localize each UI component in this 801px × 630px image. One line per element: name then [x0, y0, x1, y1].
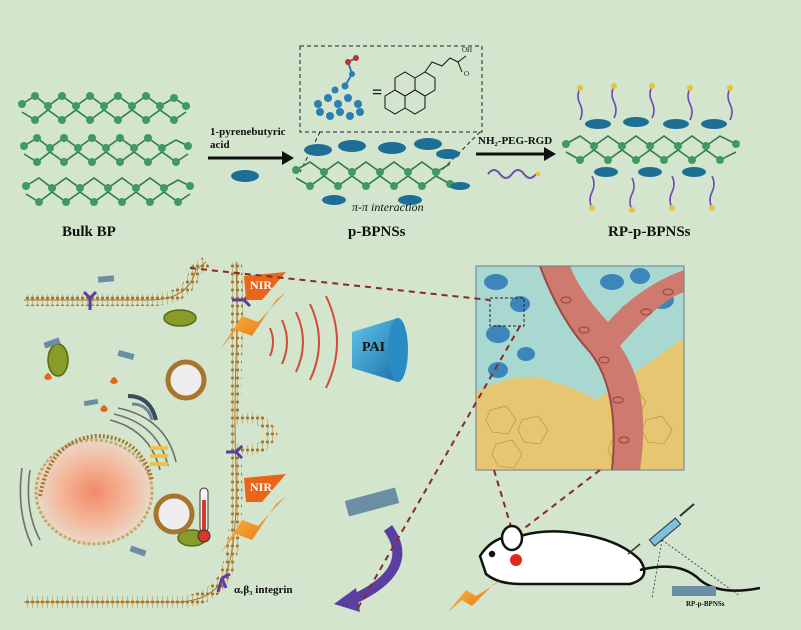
reaction-arrow-2	[476, 147, 556, 179]
syringe-guide	[651, 539, 741, 599]
tumor-site	[510, 554, 522, 566]
syringe	[627, 503, 695, 555]
photoacoustic-waves	[269, 295, 338, 389]
pai-detector	[352, 318, 408, 382]
label-nir-top: NIR	[250, 278, 273, 292]
pyrene-inset-box	[299, 45, 483, 173]
bulk-bp-structure	[18, 92, 194, 206]
nir-bolt-bottom	[220, 474, 286, 554]
label-mouse-nanosheets: RP-p-BPNSs	[686, 600, 725, 608]
zoom-lines	[189, 267, 601, 609]
label-nir-bottom: NIR	[250, 480, 273, 494]
rp-p-bpns-structure	[562, 83, 740, 213]
cell-illustration	[19, 257, 278, 608]
label-rp-p-bpnss: RP-p-BPNSs	[608, 224, 691, 240]
tumor-tissue	[476, 266, 684, 470]
nir-bolt-top	[220, 272, 286, 350]
label-pai: PAI	[362, 340, 386, 355]
label-o: O	[464, 70, 470, 78]
label-bulk-bp: Bulk BP	[62, 224, 116, 240]
label-oh: OH	[462, 46, 473, 54]
nanosheet-uptake	[334, 487, 403, 612]
p-bpns-structure	[292, 138, 470, 205]
label-integrin: αᵥβ₃ integrin	[234, 584, 293, 596]
nir-bolt-mouse	[448, 580, 502, 612]
label-p-bpnss: p-BPNSs	[348, 224, 406, 240]
label-equals: =	[372, 82, 383, 102]
label-reagent-1: 1-pyrenebutyric	[210, 126, 286, 138]
mitochondria	[47, 309, 207, 547]
label-reagent-2: acid	[210, 139, 230, 151]
tissue-frame	[475, 265, 685, 471]
mouse-illustration	[478, 524, 761, 592]
reaction-arrow-1	[208, 151, 294, 182]
label-pi-pi: π-π interaction	[352, 200, 424, 214]
mouse-nanosheet	[672, 586, 716, 596]
label-peg-rgd: NH₂-PEG-RGD	[478, 135, 553, 147]
